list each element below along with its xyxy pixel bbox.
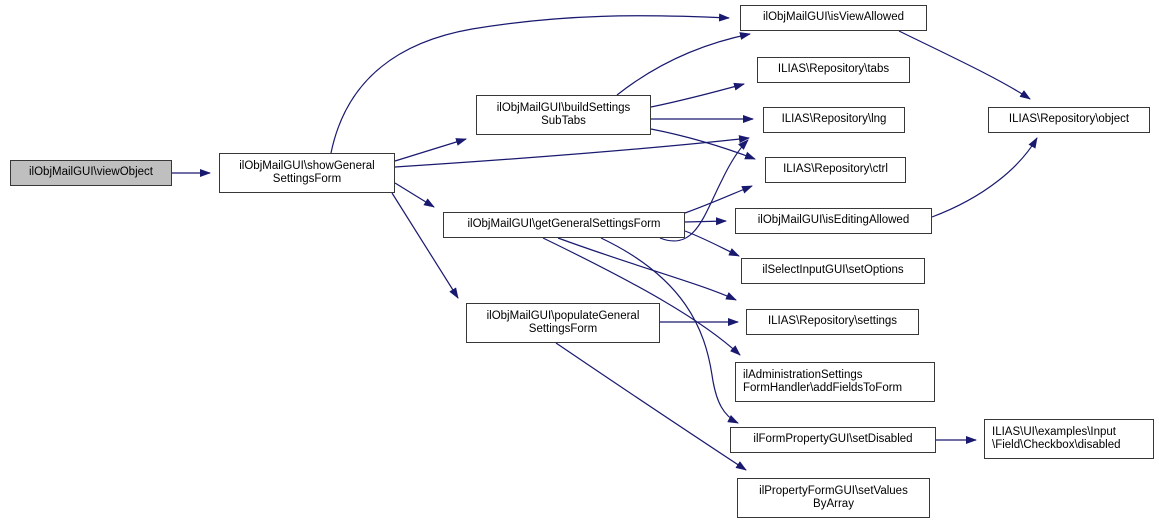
node-is-view-allowed[interactable]: ilObjMailGUI\isViewAllowed [740,5,927,31]
node-label: ilObjMailGUI\getGeneralSettingsForm [467,218,661,231]
edge-showGeneral-getGeneral [394,182,435,208]
node-show-general-settings-form[interactable]: ilObjMailGUI\showGeneral SettingsForm [219,153,395,193]
node-label: ILIAS\Repository\settings [767,315,898,328]
node-label: SettingsForm [272,173,342,185]
node-repository-lng[interactable]: ILIAS\Repository\lng [763,107,905,133]
node-label: ILIAS\Repository\lng [781,113,887,126]
node-repository-settings[interactable]: ILIAS\Repository\settings [746,309,919,335]
node-label: ilPropertyFormGUI\setValues [759,484,908,497]
node-set-options[interactable]: ilSelectInputGUI\setOptions [741,258,925,284]
node-label: FormHandler\addFieldsToForm [743,382,903,394]
edge-populateGeneral-setValuesByArray [555,342,747,471]
edge-buildSettings-tabs [650,82,745,108]
node-get-general-settings-form[interactable]: ilObjMailGUI\getGeneralSettingsForm [443,212,685,238]
node-label: ilAdministrationSettings [743,368,863,381]
edge-getGeneral-ctrl [684,185,753,214]
edge-showGeneral-lng [394,135,750,168]
node-label: ilObjMailGUI\buildSettings [496,101,631,114]
node-label: ILIAS\UI\examples\Input [992,425,1117,438]
edge-isViewAllowed-object [898,30,1031,100]
node-label: ilObjMailGUI\isViewAllowed [762,11,905,24]
edge-getGeneral-isEditingAllowed [684,217,727,226]
node-repository-ctrl[interactable]: ILIAS\Repository\ctrl [765,157,906,183]
node-label: SubTabs [541,115,586,127]
node-repository-object[interactable]: ILIAS\Repository\object [988,107,1150,133]
node-add-fields-to-form[interactable]: ilAdministrationSettings FormHandler\add… [735,362,935,402]
node-build-settings-sub-tabs[interactable]: ilObjMailGUI\buildSettings SubTabs [476,95,651,135]
node-set-disabled[interactable]: ilFormPropertyGUI\setDisabled [730,427,936,453]
node-populate-general-settings-form[interactable]: ilObjMailGUI\populateGeneral SettingsFor… [466,303,660,343]
edge-showGeneral-isViewAllowed [330,13,730,154]
node-label: \Field\Checkbox\disabled [992,439,1121,451]
node-view-object: ilObjMailGUI\viewObject [10,160,172,186]
node-label: ilSelectInputGUI\setOptions [762,264,904,277]
node-is-editing-allowed[interactable]: ilObjMailGUI\isEditingAllowed [735,208,932,234]
node-label: ilObjMailGUI\populateGeneral [486,309,640,322]
edge-showGeneral-buildSettings [394,138,467,162]
edge-getGeneral-lng [659,139,749,242]
node-label: ByArray [813,498,854,510]
node-checkbox-disabled[interactable]: ILIAS\UI\examples\Input \Field\Checkbox\… [984,419,1154,459]
edge-buildSettings-isViewAllowed [616,32,751,96]
node-set-values-by-array[interactable]: ilPropertyFormGUI\setValues ByArray [737,478,930,518]
node-label: ilObjMailGUI\isEditingAllowed [757,214,910,227]
node-label: ILIAS\Repository\object [1008,113,1130,126]
edge-getGeneral-setOptions [684,230,740,257]
edge-isEditingAllowed-object [931,137,1038,218]
edge-getGeneral-addFieldsToForm [542,237,741,356]
node-label: ILIAS\Repository\tabs [777,63,890,76]
edge-getGeneral-setDisabled [600,237,739,424]
node-label: ilObjMailGUI\showGeneral [239,159,375,172]
edge-buildSettings-ctrl [650,128,756,160]
node-label: ilFormPropertyGUI\setDisabled [753,433,913,446]
node-label: ILIAS\Repository\ctrl [783,163,888,176]
node-repository-tabs[interactable]: ILIAS\Repository\tabs [757,57,910,83]
edge-showGeneral-populateGeneral [391,192,459,299]
node-label: SettingsForm [528,323,598,335]
node-label: ilObjMailGUI\viewObject [29,166,153,179]
edge-getGeneral-settings [557,237,737,301]
